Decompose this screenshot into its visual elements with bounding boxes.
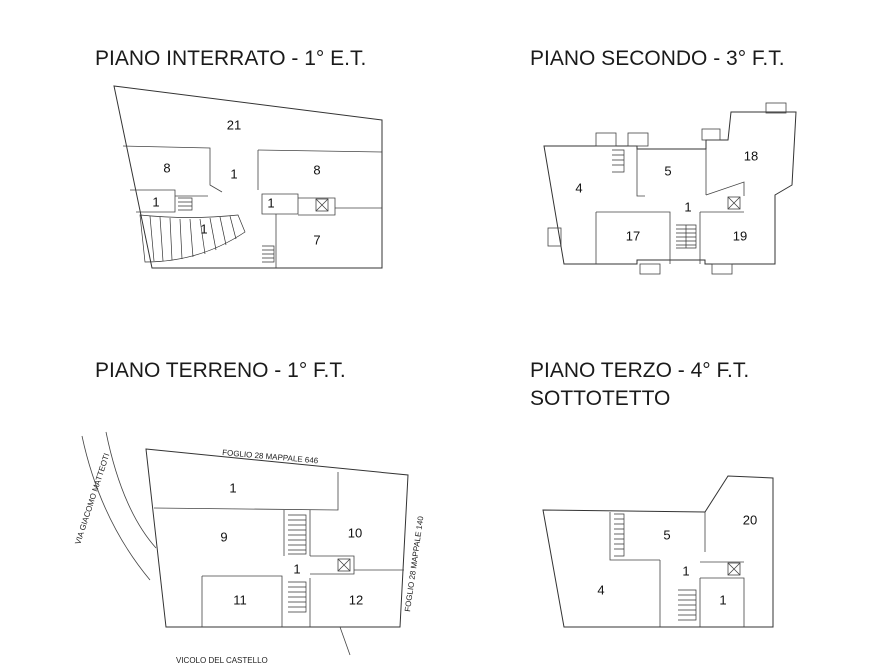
room-label: 1 (682, 563, 689, 578)
room-label: 1 (684, 199, 691, 214)
room-label: 1 (719, 592, 726, 607)
title-sottotetto: SOTTOTETTO (530, 387, 671, 410)
terzo-lift-shaft (727, 562, 741, 576)
room-label: 20 (743, 512, 757, 527)
room-label: 19 (733, 228, 747, 243)
secondo-wall (636, 149, 645, 197)
room-label: 1 (229, 480, 236, 495)
via-matteoti-curve (105, 431, 157, 549)
secondo-balcony (765, 102, 787, 114)
interrato-wall (122, 145, 223, 193)
room-label: 9 (220, 529, 227, 544)
terreno-wall (202, 575, 283, 627)
plan-terzo: 5 20 1 4 1 (542, 475, 774, 628)
secondo-outline (543, 111, 797, 265)
room-label: 5 (663, 527, 670, 542)
room-label: 1 (200, 221, 207, 236)
room-label: 11 (233, 592, 247, 607)
street-label-vicolo: VICOLO DEL CASTELLO (176, 656, 268, 665)
via-matteoti-curve (81, 435, 151, 581)
room-label: 8 (163, 160, 170, 175)
terzo-wall (609, 512, 660, 561)
street-label-foglio-646: FOGLIO 28 MAPPALE 646 (222, 448, 319, 465)
title-piano-terreno: PIANO TERRENO - 1° F.T. (95, 359, 346, 382)
terreno-outline (145, 448, 409, 628)
street-label-via-matteoti: VIA GIACOMO MATTEOTI (73, 452, 111, 546)
secondo-balcony (547, 227, 562, 247)
street-label-foglio-140: FOGLIO 28 MAPPALE 140 (403, 515, 425, 612)
terzo-lift-cross (727, 562, 741, 576)
interrato-wall (130, 189, 176, 213)
terzo-outline (542, 475, 774, 628)
room-label: 1 (230, 166, 237, 181)
title-piano-interrato: PIANO INTERRATO - 1° E.T. (95, 47, 367, 70)
room-label: 7 (313, 232, 320, 247)
secondo-balcony (595, 132, 617, 147)
room-label: 1 (152, 194, 159, 209)
room-label: 5 (664, 163, 671, 178)
terzo-wall (700, 577, 745, 627)
room-label: 17 (626, 228, 640, 243)
terreno-stair (288, 514, 307, 555)
interrato-outline (113, 85, 383, 269)
interrato-stair-7 (262, 245, 275, 263)
interrato-wall (257, 149, 383, 153)
plan-interrato: 21 8 1 8 1 1 1 7 (113, 85, 383, 269)
vicolo-line (339, 626, 351, 656)
terreno-wall (310, 555, 355, 575)
terzo-stair (614, 513, 625, 557)
terreno-lift-cross (337, 558, 351, 572)
room-label: 4 (597, 582, 604, 597)
interrato-lift-cross (315, 198, 329, 212)
secondo-wall (596, 211, 671, 264)
secondo-wall (705, 181, 745, 196)
room-label: 8 (313, 162, 320, 177)
interrato-stair-steps (149, 215, 237, 262)
terzo-stair-lower (678, 589, 697, 621)
room-label: 10 (348, 525, 362, 540)
title-piano-secondo: PIANO SECONDO - 3° F.T. (530, 47, 785, 70)
secondo-lift-shaft (727, 196, 741, 210)
secondo-stair-5 (612, 149, 625, 173)
secondo-balcony (639, 263, 661, 275)
title-piano-terzo: PIANO TERZO - 4° F.T. (530, 359, 750, 382)
secondo-lift-cross (727, 196, 741, 210)
interrato-corridor (261, 193, 299, 215)
interrato-lift (298, 197, 336, 216)
secondo-balcony (711, 263, 733, 275)
room-label: 18 (744, 148, 758, 163)
interrato-lift-shaft (315, 198, 329, 212)
room-label: 1 (267, 195, 274, 210)
room-label: 21 (227, 117, 241, 132)
room-label: 1 (293, 561, 300, 576)
room-label: 4 (575, 180, 582, 195)
secondo-balcony (701, 128, 721, 141)
terreno-lift-shaft (337, 558, 351, 572)
interrato-small-stair (178, 197, 193, 211)
secondo-balcony (627, 132, 649, 147)
interrato-curved-stair (139, 214, 246, 263)
plan-secondo: 4 5 18 1 17 19 (543, 102, 797, 275)
room-label: 12 (349, 592, 363, 607)
secondo-stair (676, 224, 697, 249)
terreno-wall (153, 472, 339, 511)
plan-terreno: FOGLIO 28 MAPPALE 646 FOGLIO 28 MAPPALE … (73, 431, 425, 665)
terreno-stair-lower (288, 581, 307, 613)
